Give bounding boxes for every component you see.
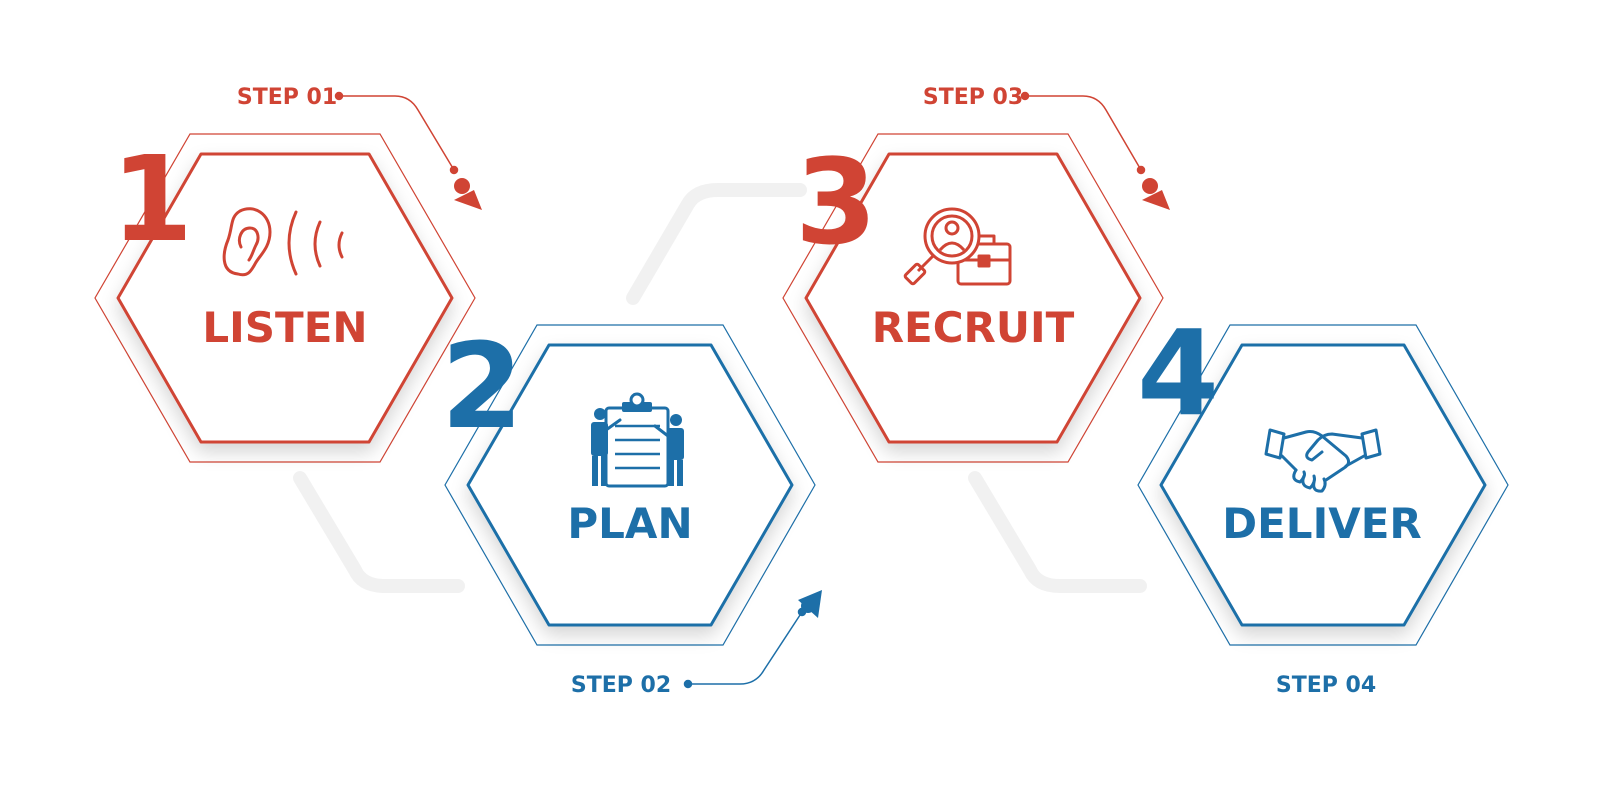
step-2-callout [683,607,807,689]
step-3-callout [1020,91,1146,175]
step-1-label: STEP 01 [237,85,337,110]
step-3-label: STEP 03 [923,85,1023,110]
step-4-outer-hex [1137,324,1509,646]
step-2-outer-hex [444,324,816,646]
step-4-title: DELIVER [1222,499,1421,548]
step-1-callout [334,91,459,175]
connector-bands [293,183,1147,593]
step-2-title: PLAN [567,499,692,548]
planning-clipboard-icon [591,392,684,488]
step-1-title: LISTEN [202,303,367,352]
handshake-icon [1264,428,1382,493]
step-2-label: STEP 02 [571,673,671,698]
step-3: 3 RECRUIT STEP 03 [782,85,1170,463]
step-1-inner-hex [116,152,454,444]
step-4: 4 DELIVER STEP 04 [1137,304,1509,698]
step-1: 1 LISTEN STEP 01 [94,85,482,463]
step-3-outer-hex [782,133,1164,463]
step-1-outer-hex [94,133,476,463]
connector-band-1 [293,471,465,593]
step-1-number: 1 [111,130,193,268]
step-2: 2 [441,317,822,698]
step-3-inner-hex [804,152,1142,444]
step-2-number: 2 [441,317,523,455]
step-3-number: 3 [795,133,877,271]
step-4-inner-hex [1159,343,1487,627]
connector-band-3 [968,471,1147,593]
step-4-number: 4 [1137,304,1219,442]
ear-sound-icon [222,207,344,277]
step-4-label: STEP 04 [1276,673,1376,698]
step-3-title: RECRUIT [872,303,1075,352]
step-1-arrow-icon [454,178,482,210]
recruit-search-briefcase-icon [903,207,1012,286]
step-2-arrow-icon [798,590,822,618]
connector-band-2 [626,183,807,305]
step-3-arrow-icon [1142,178,1170,210]
